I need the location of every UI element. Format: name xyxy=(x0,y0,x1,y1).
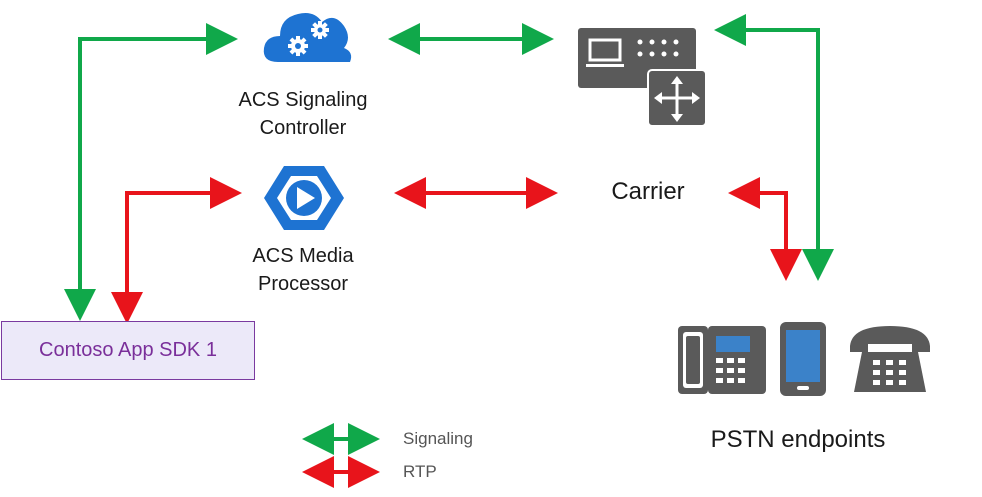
rtp-carrier-pstn-arrow xyxy=(728,177,802,281)
media-processor-label: ACS Media Processor xyxy=(218,242,388,298)
carrier-router-icon xyxy=(578,28,707,127)
signaling-sdk-controller-arrow xyxy=(64,23,238,321)
media-processor-line2: Processor xyxy=(257,273,349,295)
rtp-sdk-media-arrow xyxy=(111,177,242,324)
media-processor-icon xyxy=(264,166,344,230)
legend-rtp-label: RTP xyxy=(403,462,437,481)
contoso-sdk-box: Contoso App SDK 1 xyxy=(1,321,255,380)
signaling-controller-line2: Controller xyxy=(259,117,347,139)
desk-phone-icon xyxy=(678,326,766,394)
pstn-endpoints-label: PSTN endpoints xyxy=(710,426,886,453)
signaling-controller-label: ACS Signaling Controller xyxy=(218,86,388,142)
legend-signaling-label: Signaling xyxy=(403,429,473,448)
signaling-controller-line1: ACS Signaling xyxy=(238,89,368,111)
cloud-gears-icon xyxy=(263,13,352,62)
media-processor-line1: ACS Media xyxy=(252,245,354,267)
signaling-carrier-pstn-arrow xyxy=(714,14,834,281)
mobile-phone-icon xyxy=(780,322,826,396)
carrier-label: Carrier xyxy=(611,178,685,205)
contoso-sdk-label: Contoso App SDK 1 xyxy=(39,339,217,361)
rotary-phone-icon xyxy=(850,326,930,392)
